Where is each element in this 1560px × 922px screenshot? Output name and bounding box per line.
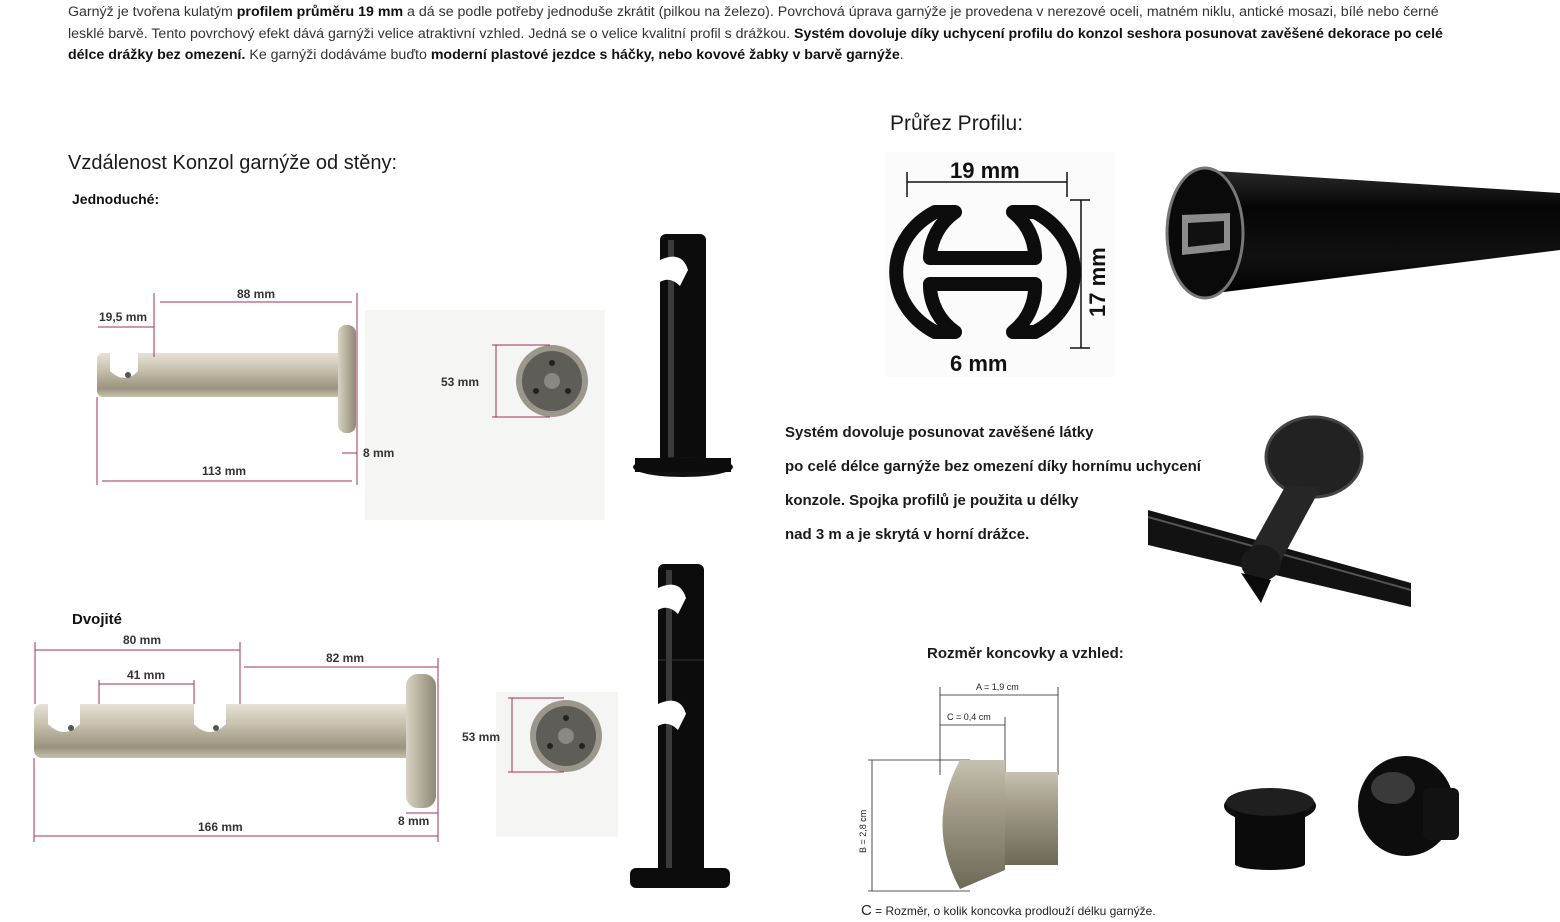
profile-cross-section: 19 mm 6 mm 17 mm xyxy=(885,152,1115,377)
description-line-4: nad 3 m a je skrytá v horní drážce. xyxy=(785,526,1030,543)
single-bracket-diagram: 88 mm 19,5 mm 113 mm 8 mm 53 mm xyxy=(96,287,605,520)
dim-80: 80 mm xyxy=(123,633,161,647)
dim-113: 113 mm xyxy=(202,464,246,478)
endcap-note-c: C xyxy=(861,902,872,919)
description-line-3: konzole. Spojka profilů je použita u dél… xyxy=(785,492,1079,509)
dim-88: 88 mm xyxy=(237,287,275,301)
dim-19-5: 19,5 mm xyxy=(99,310,147,324)
profile-heading: Průřez Profilu: xyxy=(890,112,1024,135)
intro-bold-2: Systém dovoluje díky uchycení profilu do… xyxy=(68,25,1443,64)
wall-plate xyxy=(338,325,356,433)
profile-width: 19 mm xyxy=(950,158,1020,183)
intro-text-2: a dá se podle potřeby jednoduše zkrátit … xyxy=(68,4,1439,42)
intro-text-4: . xyxy=(899,47,904,63)
endcap-diagram: A = 1,9 cm C = 0,4 cm B = 2,8 cm xyxy=(858,682,1059,892)
dim-53-double: 53 mm xyxy=(462,730,500,744)
intro-bold-3: moderní plastové jezdce s háčky, nebo ko… xyxy=(430,47,900,63)
black-rod-photo xyxy=(1165,166,1560,300)
dim-53: 53 mm xyxy=(441,375,479,389)
black-single-bracket xyxy=(633,234,733,477)
photo-background xyxy=(365,310,605,520)
endcap-c: C = 0,4 cm xyxy=(947,712,991,722)
description-line-1: Systém dovoluje posunovat zavěšené látky xyxy=(785,424,1094,441)
profile-shape xyxy=(889,205,1081,339)
double-label: Dvojité xyxy=(72,611,123,628)
endcap-heading: Rozměr koncovky a vzhled: xyxy=(927,645,1124,662)
intro-text-1: Garnýž je tvořena kulatým xyxy=(68,4,237,20)
dim-8-double: 8 mm xyxy=(398,814,429,828)
rod-bracket-photo xyxy=(1147,415,1412,607)
endcap-note-text: = Rozměr, o kolik koncovka prodlouží dél… xyxy=(871,904,1156,918)
intro-bold-1: profilem průměru 19 mm xyxy=(236,4,404,20)
profile-height: 17 mm xyxy=(1085,247,1110,317)
dim-82: 82 mm xyxy=(326,651,364,665)
double-rod xyxy=(34,704,418,758)
intro-paragraph: Garnýž je tvořena kulatým profilem průmě… xyxy=(68,2,1468,67)
endcap-b: B = 2,8 cm xyxy=(858,810,868,853)
bracket-notch xyxy=(110,347,138,378)
system-description: Systém dovoluje posunovat zavěšené látky… xyxy=(785,416,1201,552)
single-label: Jednoduché: xyxy=(72,191,160,207)
dim-166: 166 mm xyxy=(198,820,243,834)
dim-8: 8 mm xyxy=(363,446,394,460)
description-line-2: po celé délce garnýže bez omezení díky h… xyxy=(785,458,1201,475)
dim-41: 41 mm xyxy=(127,668,165,682)
intro-text-3: Ke garnýži dodáváme buďto xyxy=(245,47,431,63)
endcap-a: A = 1,9 cm xyxy=(976,682,1019,692)
black-double-bracket xyxy=(630,564,730,888)
black-endcaps-photo xyxy=(1224,756,1459,870)
bracket-rod xyxy=(97,353,349,397)
profile-gap: 6 mm xyxy=(950,351,1007,376)
double-bracket-diagram: 80 mm 41 mm 82 mm 166 mm 8 mm 53 mm xyxy=(33,633,618,842)
endcap-note: C = Rozměr, o kolik koncovka prodlouží d… xyxy=(861,902,1156,919)
brackets-heading: Vzdálenost Konzol garnýže od stěny: xyxy=(68,152,398,174)
